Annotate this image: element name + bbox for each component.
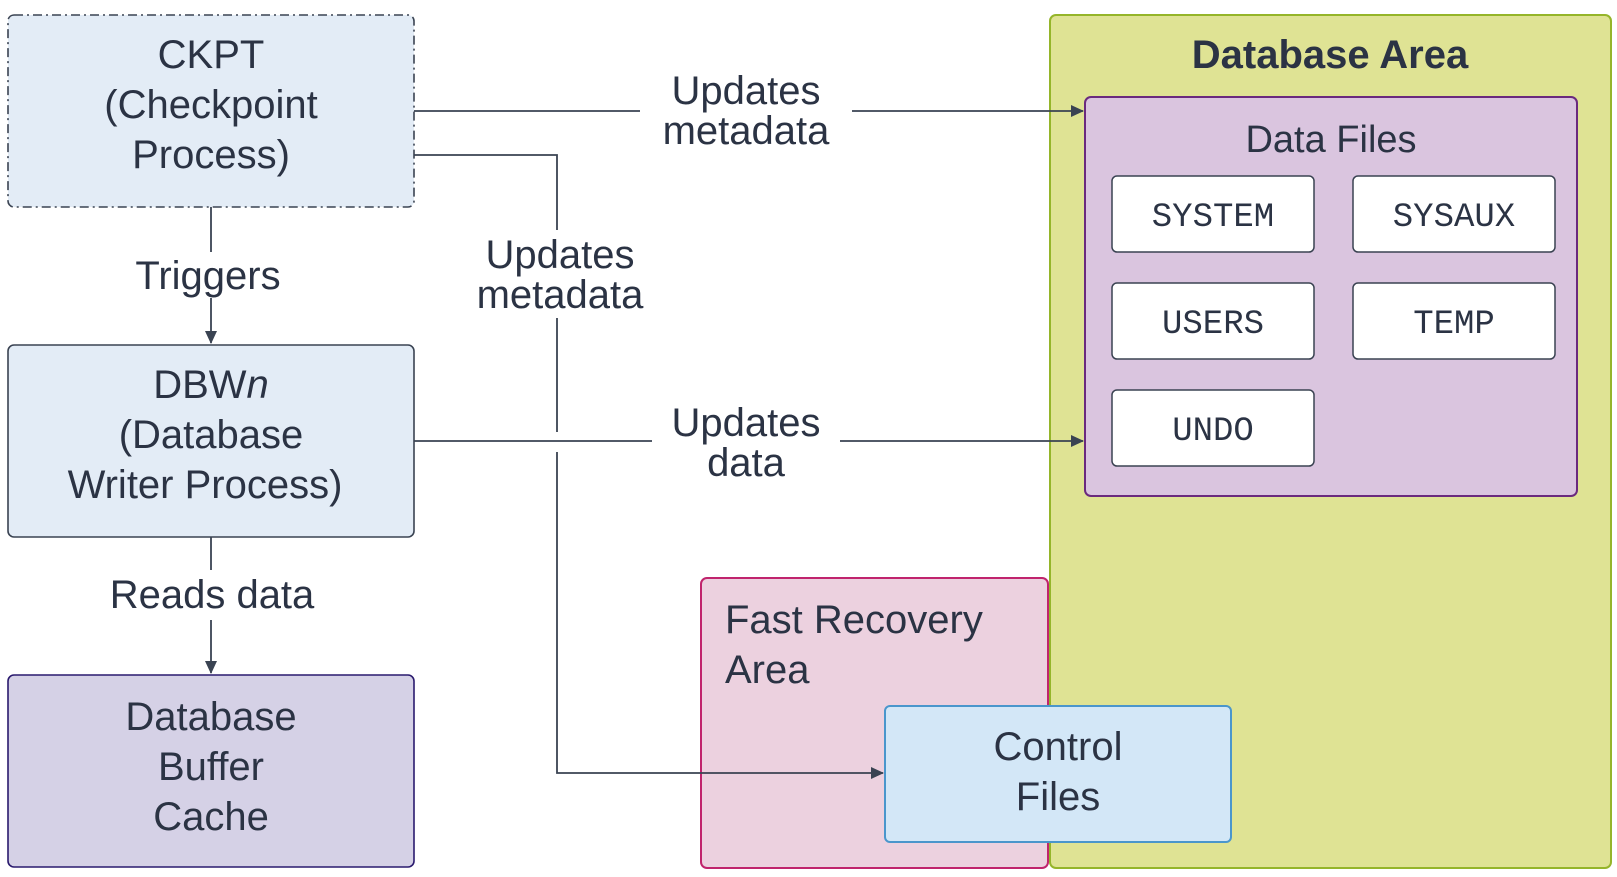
dbwn-line2: (Database <box>119 413 304 457</box>
buffer-cache-line1: Database <box>125 695 296 739</box>
dbwn-line1: DBWn <box>153 363 269 407</box>
control-files <box>884 705 1232 843</box>
dbwn-prefix: DBW <box>153 363 247 407</box>
edge-ckpt-controlfiles-bottom <box>556 452 884 779</box>
edge-label-updates-metadata-mid-1: Updates <box>486 233 635 277</box>
buffer-cache-line2: Buffer <box>158 745 264 789</box>
dbwn-line3: Writer Process) <box>68 463 343 507</box>
ckpt-process-box <box>7 14 415 208</box>
data-file-users-label: USERS <box>1162 306 1264 344</box>
edge-ckpt-controlfiles-top <box>414 154 558 230</box>
data-file-undo-label: UNDO <box>1172 413 1254 451</box>
ckpt-line2: (Checkpoint <box>104 83 317 127</box>
ckpt-line3: Process) <box>132 133 290 177</box>
database-area-title: Database Area <box>1192 33 1469 77</box>
edge-label-updates-metadata-top-1: Updates <box>672 69 821 113</box>
data-file-undo <box>1111 389 1315 467</box>
buffer-cache-box <box>7 674 415 868</box>
data-files-title: Data Files <box>1245 119 1416 161</box>
edge-label-updates-data-2: data <box>707 441 786 485</box>
edge-label-updates-metadata-mid-2: metadata <box>477 273 645 317</box>
dbwn-italic-n: n <box>247 363 269 407</box>
data-file-temp <box>1352 282 1556 360</box>
edge-label-updates-metadata-top-2: metadata <box>663 109 831 153</box>
control-files-line2: Files <box>1016 775 1100 819</box>
edge-label-triggers: Triggers <box>135 254 280 298</box>
buffer-cache-line3: Cache <box>153 795 269 839</box>
ckpt-line1: CKPT <box>158 33 265 77</box>
data-file-sysaux <box>1352 175 1556 253</box>
data-file-system <box>1111 175 1315 253</box>
control-files-line1: Control <box>994 725 1123 769</box>
data-file-system-label: SYSTEM <box>1152 199 1274 237</box>
fast-recovery-area-title-line1: Fast Recovery <box>725 598 983 642</box>
edge-label-reads-data: Reads data <box>110 573 315 617</box>
data-file-users <box>1111 282 1315 360</box>
fast-recovery-area-title-line2: Area <box>725 648 810 692</box>
data-file-temp-label: TEMP <box>1413 306 1495 344</box>
edge-label-updates-data-1: Updates <box>672 401 821 445</box>
data-file-sysaux-label: SYSAUX <box>1393 199 1515 237</box>
